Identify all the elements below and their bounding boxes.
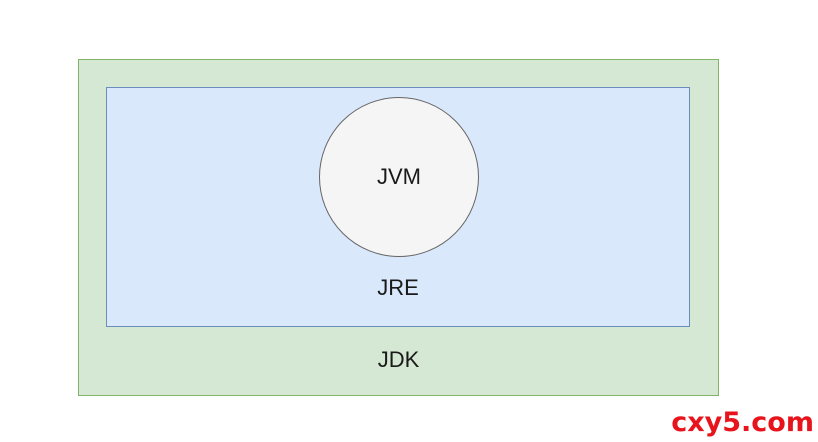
jre-label: JRE (377, 275, 419, 300)
jdk-label: JDK (377, 347, 420, 372)
jvm-circle: JVM (319, 97, 479, 257)
jvm-label: JVM (377, 164, 421, 189)
watermark: cxy5.com (671, 407, 814, 438)
